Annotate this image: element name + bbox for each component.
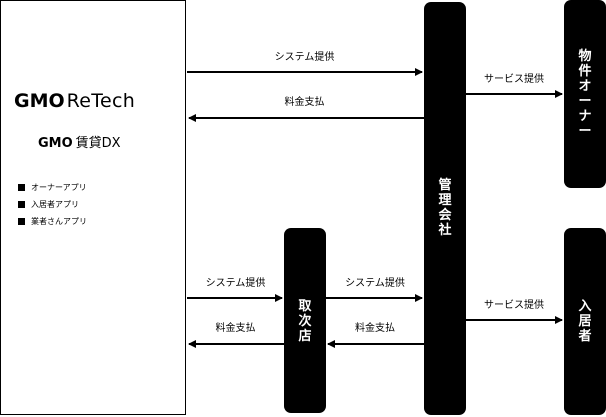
vertical-char: 次 bbox=[298, 313, 312, 329]
square-bullet-icon bbox=[18, 201, 25, 208]
square-bullet-icon bbox=[18, 184, 25, 191]
vertical-char: 取 bbox=[298, 298, 312, 314]
app-list: オーナーアプリ 入居者アプリ 業者さんアプリ bbox=[18, 179, 87, 230]
app-item-label: 業者さんアプリ bbox=[31, 217, 87, 226]
management-node bbox=[424, 2, 466, 415]
vertical-char: 店 bbox=[298, 328, 312, 344]
vertical-char: 管 bbox=[438, 178, 452, 193]
square-bullet-icon bbox=[18, 218, 25, 225]
owner-node bbox=[564, 0, 606, 188]
app-item-label: 入居者アプリ bbox=[31, 200, 79, 209]
label-service-owner: サービス提供 bbox=[484, 74, 544, 85]
label-top-fee: 料金支払 bbox=[284, 97, 325, 108]
tenant-label: 入居者 bbox=[564, 299, 606, 344]
vertical-char: ー bbox=[578, 124, 592, 139]
label-bottom-mid-fee: 料金支払 bbox=[355, 323, 395, 334]
logo-sub-gmo: GMO bbox=[38, 136, 73, 151]
agency-node bbox=[284, 228, 326, 413]
vertical-char: 物 bbox=[578, 49, 592, 64]
vertical-char: ナ bbox=[578, 109, 592, 124]
vertical-char: 入 bbox=[578, 298, 592, 314]
owner-label: 物件オーナー bbox=[564, 49, 606, 139]
app-item-owner: オーナーアプリ bbox=[18, 179, 87, 196]
vertical-char: 者 bbox=[578, 328, 592, 344]
app-item-tenant: 入居者アプリ bbox=[18, 196, 87, 213]
vertical-char: 理 bbox=[438, 193, 452, 208]
label-top-system: システム提供 bbox=[274, 52, 335, 63]
management-label: 管理会社 bbox=[424, 178, 466, 238]
vertical-char: 社 bbox=[438, 223, 452, 238]
vertical-char: 会 bbox=[438, 208, 452, 223]
logo-main-rest: ReTech bbox=[66, 90, 136, 112]
app-item-contractor: 業者さんアプリ bbox=[18, 213, 87, 230]
app-item-label: オーナーアプリ bbox=[31, 183, 87, 192]
agency-label: 取次店 bbox=[284, 299, 326, 344]
label-service-tenant: サービス提供 bbox=[484, 300, 544, 311]
tenant-node bbox=[564, 228, 606, 415]
label-bottom-left-fee: 料金支払 bbox=[215, 323, 256, 334]
label-bottom-left-system: システム提供 bbox=[205, 278, 266, 289]
vertical-char: オ bbox=[578, 79, 592, 94]
vertical-char: 件 bbox=[578, 64, 592, 79]
vertical-char: ー bbox=[578, 94, 592, 109]
logo-sub-rest: 賃貸DX bbox=[75, 136, 121, 151]
logo-main-gmo: GMO bbox=[14, 90, 65, 112]
label-bottom-mid-system: システム提供 bbox=[345, 278, 405, 289]
vertical-char: 居 bbox=[578, 313, 592, 329]
